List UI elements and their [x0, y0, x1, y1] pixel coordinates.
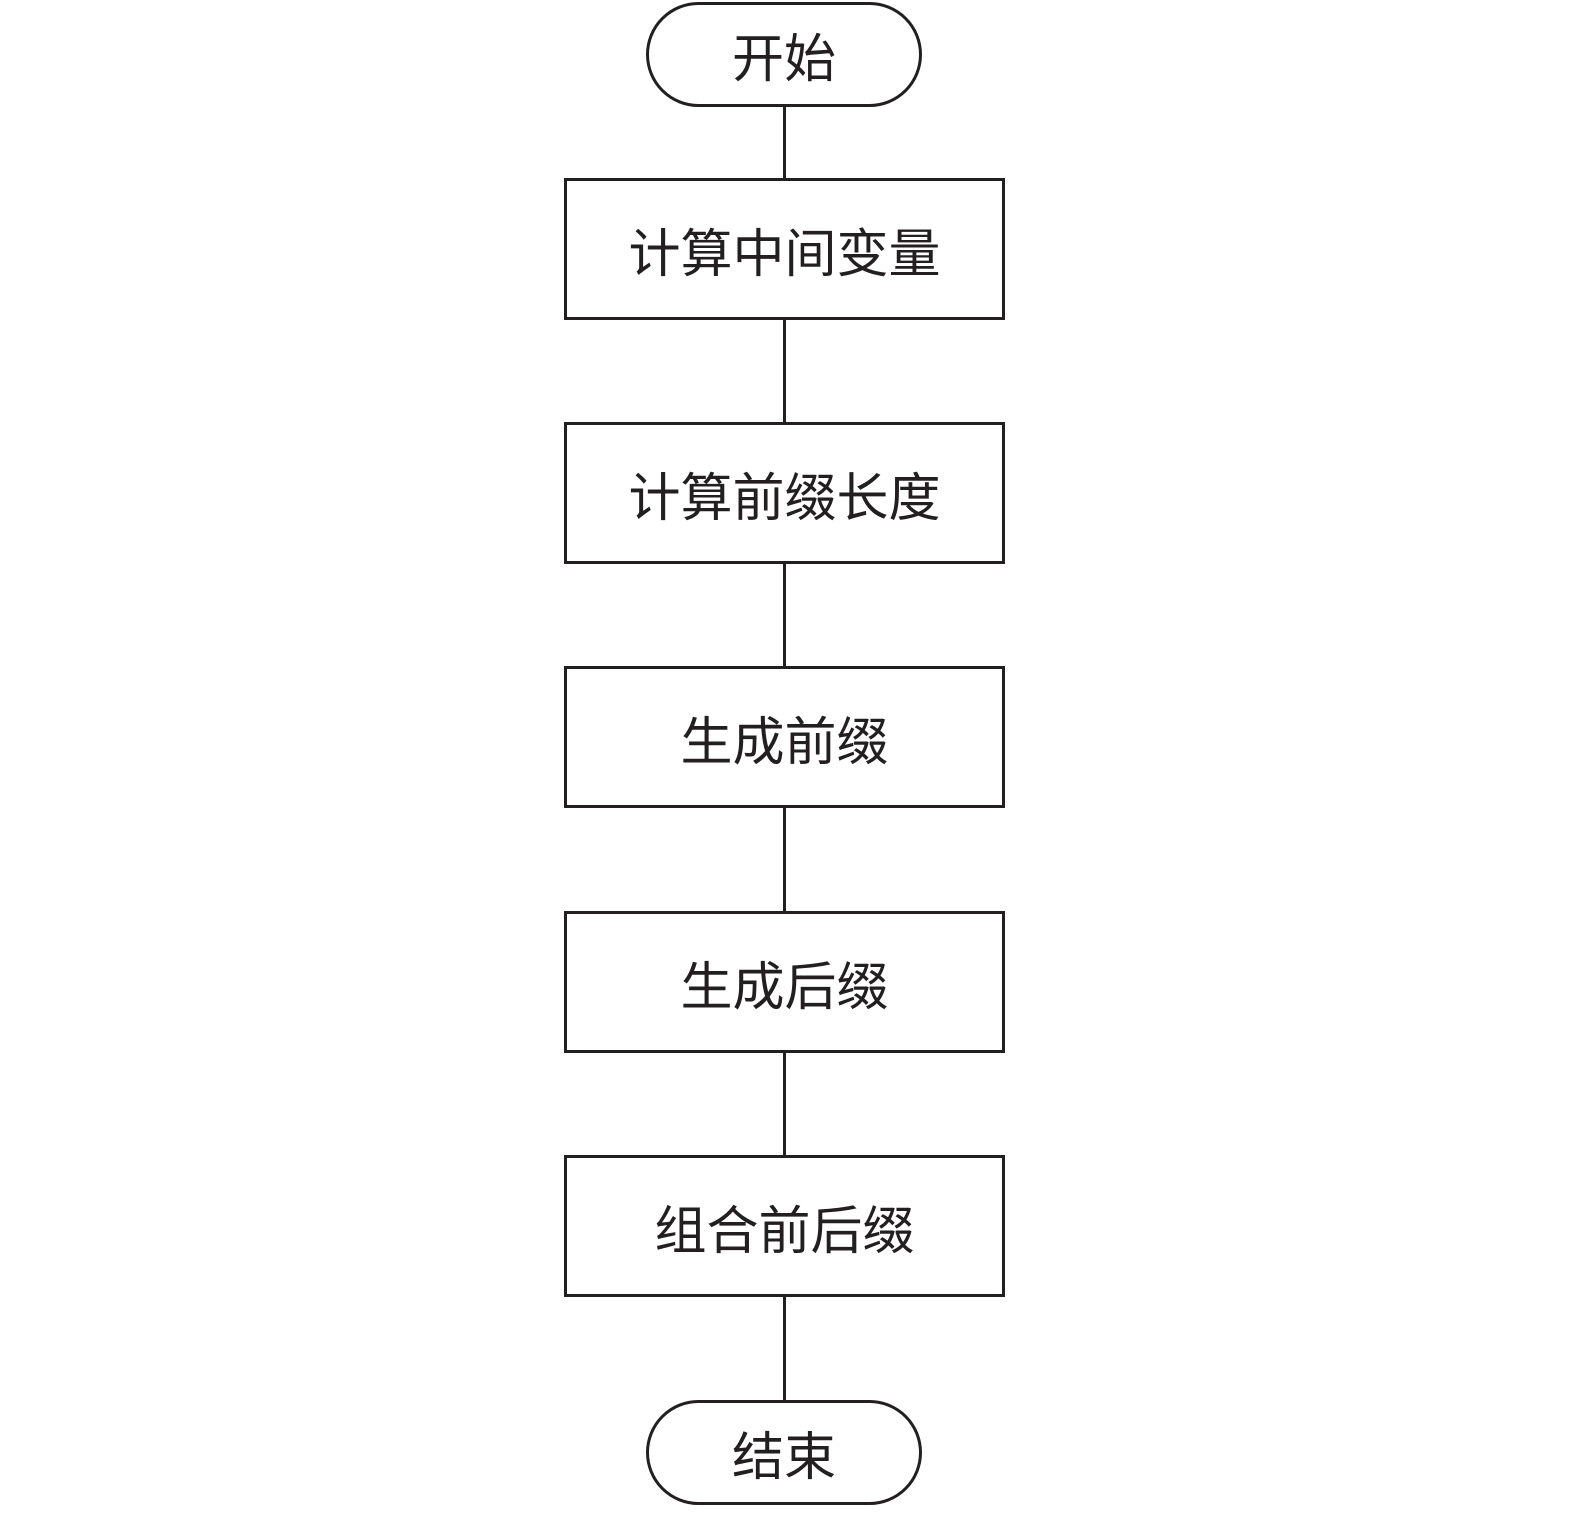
start-label: 开始 [731, 30, 836, 90]
step-node: 计算中间变量 [564, 178, 1005, 320]
connector [783, 563, 786, 667]
connector [783, 319, 786, 423]
step-label: 生成前缀 [680, 712, 889, 773]
connector [783, 807, 786, 912]
connector [783, 106, 786, 179]
start-node: 开始 [646, 2, 922, 107]
step-node: 组合前后缀 [564, 1155, 1005, 1297]
step-label: 组合前后缀 [654, 1201, 915, 1262]
end-node: 结束 [646, 1400, 922, 1505]
step-label: 生成后缀 [680, 957, 889, 1018]
step-node: 计算前缀长度 [564, 422, 1005, 564]
step-label: 计算前缀长度 [628, 468, 941, 529]
step-node: 生成后缀 [564, 911, 1005, 1053]
connector [783, 1051, 786, 1156]
end-label: 结束 [731, 1428, 836, 1488]
step-node: 生成前缀 [564, 666, 1005, 808]
step-label: 计算中间变量 [628, 224, 941, 285]
connector [783, 1296, 786, 1401]
